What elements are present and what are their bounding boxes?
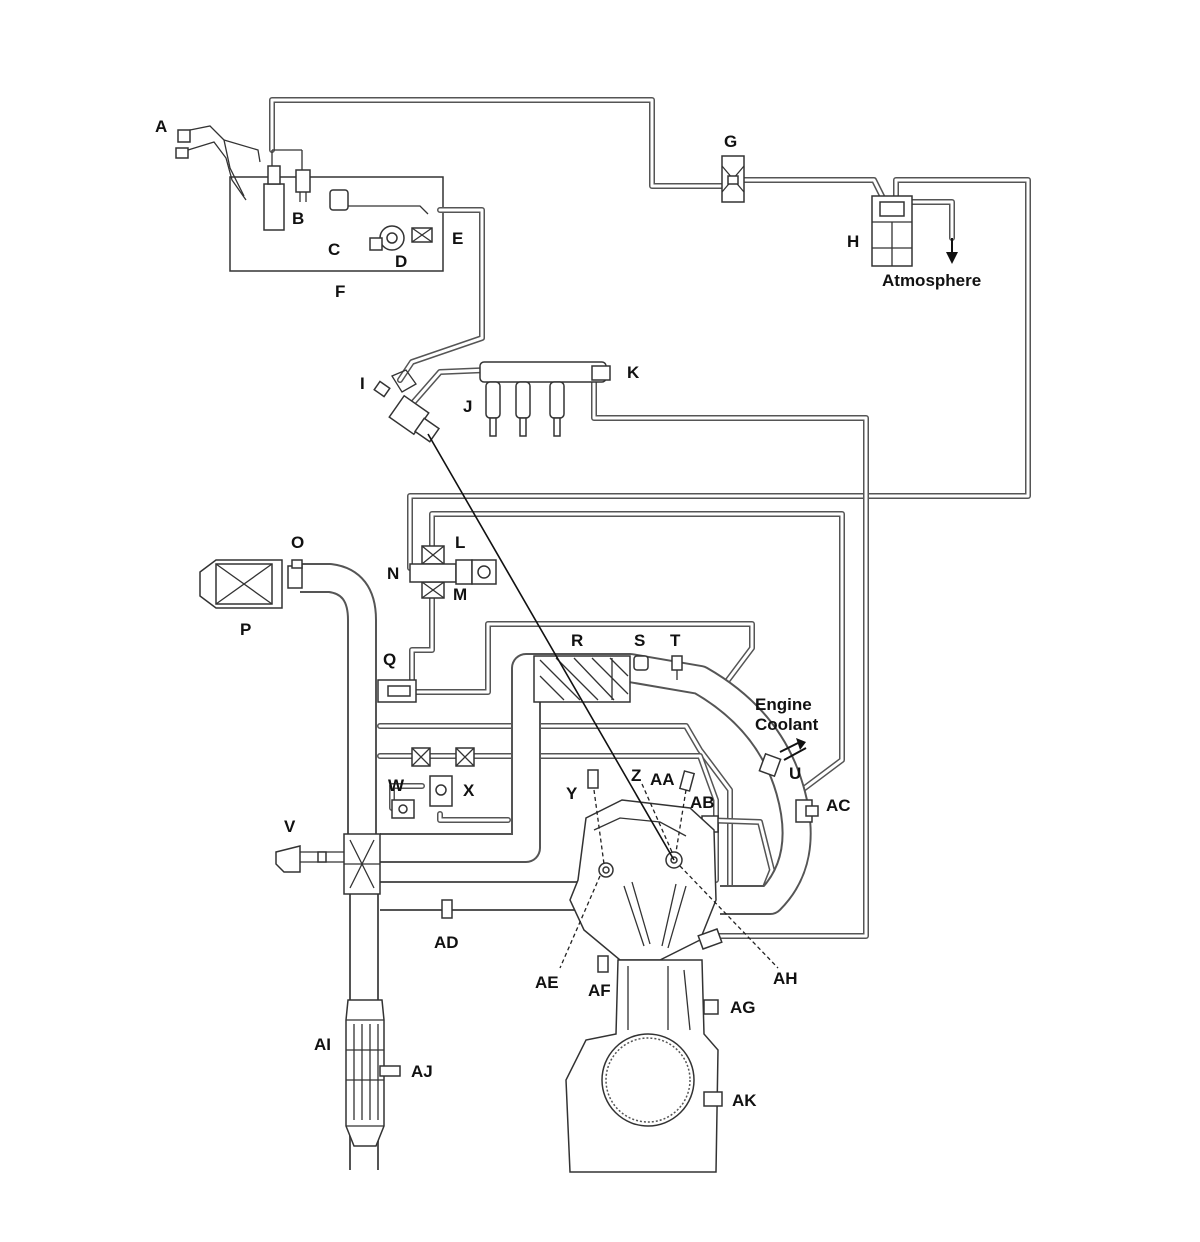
- label-f: F: [335, 282, 346, 301]
- air-cleaner-p: [199, 559, 283, 609]
- sensor-s: [633, 655, 649, 671]
- canister-vent-hose: [909, 199, 955, 241]
- injectors-j: [485, 381, 565, 437]
- solenoid-valve-x: [411, 747, 475, 807]
- sensor-ag: [703, 999, 719, 1015]
- leader-ae: [559, 875, 601, 969]
- high-pressure-line-i-to-rail: [409, 367, 491, 407]
- fuel-filler-a: [175, 125, 261, 201]
- label-atmosphere: Atmosphere: [882, 271, 982, 290]
- label-m: M: [453, 585, 468, 604]
- label-p: P: [240, 620, 252, 639]
- label-z: Z: [631, 766, 642, 785]
- maf-sensor-o: [287, 559, 303, 589]
- label-r: R: [571, 631, 584, 650]
- sensor-v: [275, 845, 344, 873]
- sensor-ac: [795, 799, 819, 823]
- engine-block: [565, 959, 719, 1173]
- high-pressure-pump-i: [373, 369, 441, 443]
- canister-to-purge-hose: [407, 177, 1031, 571]
- injector-sensor-ah: [697, 928, 723, 950]
- leader-ah: [679, 865, 779, 969]
- label-k: K: [627, 363, 640, 382]
- fuel-rail-k: [479, 361, 611, 383]
- coolant-valve-u: [758, 738, 807, 778]
- label-c: C: [328, 240, 341, 259]
- check-valve-g: [721, 155, 745, 203]
- purge-line-m-to-q: [409, 595, 435, 689]
- label-a: A: [155, 117, 168, 136]
- camshaft-sensor-y: [587, 769, 599, 789]
- vapor-hose-g-to-h: [741, 177, 885, 199]
- label-w: W: [388, 776, 405, 795]
- label-h: H: [847, 232, 860, 251]
- label-ad: AD: [434, 933, 459, 952]
- label-engine-coolant-line2: Coolant: [755, 715, 819, 734]
- fuel-level-sender-c: [329, 189, 429, 215]
- crank-sensor-ak: [703, 1091, 723, 1107]
- sensor-t: [671, 655, 683, 680]
- vapor-hose-top: [269, 97, 725, 189]
- vacuum-switch-w: [391, 799, 415, 819]
- label-x: X: [463, 781, 475, 800]
- label-o: O: [291, 533, 305, 552]
- leader-aa: [675, 789, 687, 853]
- camshaft-sensor-aa: [678, 770, 696, 792]
- label-n: N: [387, 564, 400, 583]
- sensor-ad: [441, 899, 453, 919]
- leader-z: [641, 783, 673, 853]
- egr-cooler-r: [533, 655, 631, 703]
- label-v: V: [284, 817, 296, 836]
- label-ak: AK: [732, 1091, 757, 1110]
- label-ab: AB: [690, 793, 715, 812]
- pcv-hose-q-to-t: [413, 621, 755, 695]
- leader-y: [593, 789, 605, 865]
- label-aj: AJ: [411, 1062, 433, 1081]
- label-l: L: [455, 533, 466, 552]
- label-ae: AE: [535, 973, 559, 992]
- label-ag: AG: [730, 998, 756, 1017]
- rail-return-line: [591, 379, 869, 939]
- sensor-af: [597, 955, 609, 973]
- canister-h: [871, 195, 958, 267]
- vacuum-line-x-to-egr: [437, 811, 511, 823]
- label-q: Q: [383, 650, 397, 669]
- fuel-tank-module-box: [229, 176, 444, 272]
- label-d: D: [395, 252, 408, 271]
- throttle-body: [343, 833, 381, 895]
- label-aa: AA: [650, 770, 675, 789]
- label-g: G: [724, 132, 738, 151]
- signal-line-pump-to-cam: [427, 433, 675, 861]
- fuel-pump-b: [263, 149, 311, 231]
- label-u: U: [789, 764, 802, 783]
- egr-pipe: [380, 653, 812, 915]
- label-ah: AH: [773, 969, 798, 988]
- label-j: J: [463, 397, 473, 416]
- intake-air-duct: [300, 563, 377, 880]
- label-y: Y: [566, 784, 578, 803]
- catalytic-converter-ai: [345, 999, 385, 1147]
- cylinder-head: [569, 799, 717, 961]
- label-t: T: [670, 631, 681, 650]
- o2-sensor-aj: [379, 1065, 401, 1077]
- label-b: B: [292, 209, 305, 228]
- label-s: S: [634, 631, 646, 650]
- fuel-feed-hose-e-to-i: [397, 207, 485, 383]
- label-af: AF: [588, 981, 611, 1000]
- purge-valves-lmn: [409, 545, 497, 599]
- purge-line-l-to-manifold: [429, 511, 845, 793]
- pressure-regulator-d: [369, 225, 433, 251]
- label-ai: AI: [314, 1035, 331, 1054]
- label-engine-coolant-line1: Engine: [755, 695, 812, 714]
- pcv-fitting-q: [377, 679, 417, 703]
- label-i: I: [360, 374, 365, 393]
- label-e: E: [452, 229, 464, 248]
- label-ac: AC: [826, 796, 851, 815]
